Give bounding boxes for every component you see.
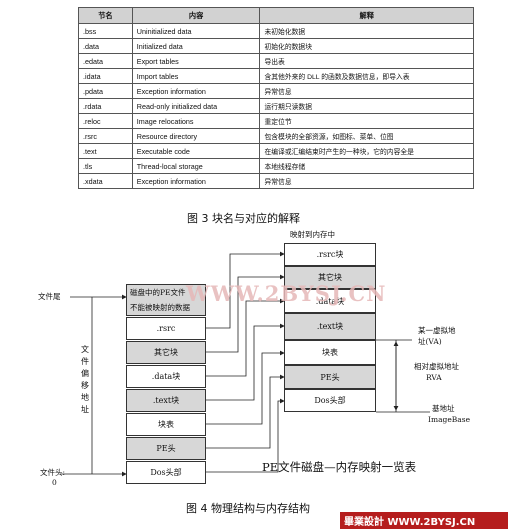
file-tail-label: 文件尾 [38,292,61,301]
mem-block-dos-header: Dos头部 [284,389,376,412]
disk-block-section-table: 块表 [126,413,206,436]
table-caption: 图 3 块名与对应的解释 [187,212,300,225]
header-section-name: 节名 [78,7,133,24]
rva-label-line1: 相对虚拟地址 [414,362,459,371]
base-label-line2: ImageBase [428,415,471,424]
mem-block-text: .text块 [284,313,376,340]
disk-block-text: .text块 [126,389,206,412]
disk-unmapped-label: 不能被映射的数据 [130,303,190,312]
va-label-line2: 址(VA) [418,337,442,346]
mem-header-label: 映射到内存中 [290,230,335,239]
file-head-zero: 0 [52,478,57,487]
mem-block-data: .data块 [284,289,376,313]
cell-name: .xdata [78,173,133,189]
disk-block-dos-header: Dos头部 [126,461,206,484]
mem-block-rsrc: .rsrc块 [284,243,376,266]
header-content: 内容 [131,7,261,24]
cell-explanation: 异常信息 [259,173,474,189]
watermark: WWW.2BYSJ.CN [186,281,387,306]
disk-block-data: .data块 [126,365,206,388]
mem-block-other: 其它块 [284,266,376,289]
va-label-line1: 某一虚拟地 [418,326,456,335]
file-offset-label: 文件偏移地址 [81,345,89,414]
disk-block-rsrc: .rsrc [126,317,206,340]
mem-block-pe-header: PE头 [284,365,376,389]
disk-header-label: 磁盘中的PE文件 [130,288,186,297]
disk-block-pe-header: PE头 [126,437,206,460]
disk-pe-header-box: 磁盘中的PE文件 不能被映射的数据 [126,284,206,316]
file-head-label: 文件头: [40,468,66,477]
rva-label-line2: RVA [426,373,442,382]
diagram-title: PE文件磁盘—内存映射一览表 [262,460,417,474]
diagram-caption: 图 4 物理结构与内存结构 [186,502,310,515]
site-logo: 畢業設計 WWW.2BYSJ.CN [340,512,508,529]
disk-block-other: 其它块 [126,341,206,364]
base-label-line1: 基地址 [432,404,455,413]
mem-block-section-table: 块表 [284,340,376,365]
cell-content: Exception information [131,173,261,189]
